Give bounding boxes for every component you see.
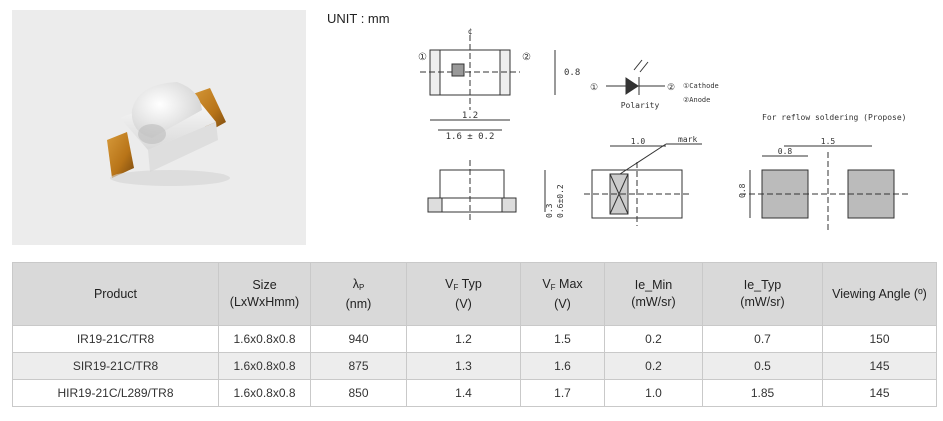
cathode-label: ①Cathode [683,82,719,90]
side-view [427,160,546,220]
cell-wavelength: 940 [310,325,407,353]
cell-wavelength: 850 [310,379,407,407]
cell-ie-min: 1.0 [604,379,703,407]
reflow-pattern [740,145,910,232]
top-view [420,35,556,131]
cell-product: SIR19-21C/TR8 [12,352,219,380]
cell-size: 1.6x0.8x0.8 [218,325,311,353]
cell-vf-max: 1.6 [520,352,605,380]
table-row: SIR19-21C/TR8 1.6x0.8x0.8 875 1.3 1.6 0.… [12,352,937,380]
header-product: Product [12,262,219,326]
reflow-pad-h: 0.8 [738,183,747,198]
polarity-symbol [606,59,665,95]
table-row: HIR19-21C/L289/TR8 1.6x0.8x0.8 850 1.4 1… [12,379,937,407]
polarity-label: Polarity [621,101,660,110]
header-ie-typ: Ie_Typ(mW/sr) [702,262,823,326]
reflow-pitch: 1.5 [821,137,836,146]
cell-viewing-angle: 150 [822,325,937,353]
dim-side-h1: 0.3 [545,203,554,218]
cell-size: 1.6x0.8x0.8 [218,379,311,407]
cell-wavelength: 875 [310,352,407,380]
cell-ie-min: 0.2 [604,352,703,380]
bottom-view [584,143,702,226]
anode-label: ②Anode [683,96,710,104]
table-header-row: Product Size(LxWxHmm) λP(nm) VF Typ(V) V… [12,262,937,326]
header-vf-typ: VF Typ(V) [406,262,521,326]
reflow-label: For reflow soldering (Propose) [762,113,907,122]
cell-product: IR19-21C/TR8 [12,325,219,353]
cell-vf-typ: 1.2 [406,325,521,353]
reflow-pad: 0.8 [778,147,793,156]
package-dimension-drawings: ¢ ① ② 1.2 1.6 ± 0.2 0.8 0.3 0.6±0.2 ① ② … [418,27,910,232]
polarity-marker-2: ② [667,83,675,93]
centerline-mark: ¢ [468,27,473,36]
dim-height: 0.8 [564,68,580,78]
cell-ie-typ: 0.7 [702,325,823,353]
cell-ie-typ: 1.85 [702,379,823,407]
header-size: Size(LxWxHmm) [218,262,311,326]
led-chip-illustration [107,82,230,186]
header-wavelength: λP(nm) [310,262,407,326]
marker-1: ① [418,52,427,63]
mark-label: mark [678,135,697,144]
cell-vf-max: 1.5 [520,325,605,353]
spec-table: Product Size(LxWxHmm) λP(nm) VF Typ(V) V… [12,262,937,407]
dim-total-width: 1.6 ± 0.2 [446,132,495,142]
header-viewing-angle: Viewing Angle (º) [822,262,937,326]
dim-side-h2: 0.6±0.2 [556,184,565,218]
unit-label: UNIT : mm [327,11,390,26]
cell-viewing-angle: 145 [822,379,937,407]
product-photo [12,10,306,245]
cell-size: 1.6x0.8x0.8 [218,352,311,380]
marker-2: ② [522,52,531,63]
table-row: IR19-21C/TR8 1.6x0.8x0.8 940 1.2 1.5 0.2… [12,325,937,353]
cell-ie-min: 0.2 [604,325,703,353]
cell-ie-typ: 0.5 [702,352,823,380]
cell-product: HIR19-21C/L289/TR8 [12,379,219,407]
polarity-marker-1: ① [590,83,598,93]
cell-vf-max: 1.7 [520,379,605,407]
cell-vf-typ: 1.3 [406,352,521,380]
cell-vf-typ: 1.4 [406,379,521,407]
header-ie-min: Ie_Min(mW/sr) [604,262,703,326]
header-vf-max: VF Max(V) [520,262,605,326]
dim-pad-width: 1.0 [631,137,646,146]
cell-viewing-angle: 145 [822,352,937,380]
dim-top-width: 1.2 [462,111,478,121]
